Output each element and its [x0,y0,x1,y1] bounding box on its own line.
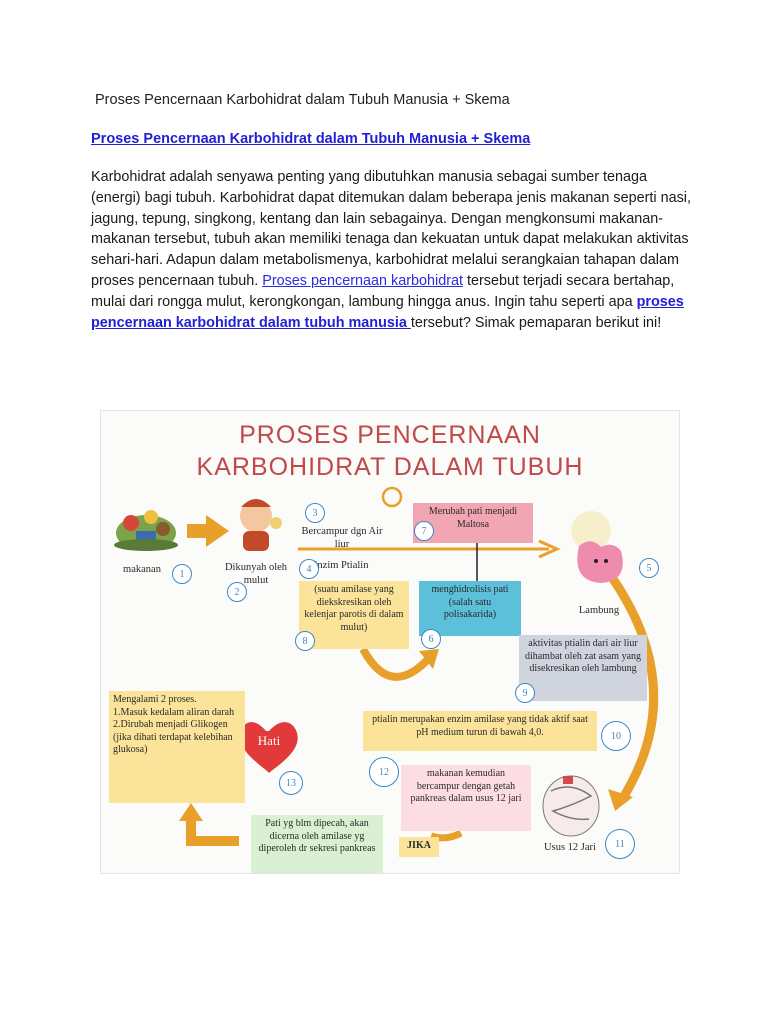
step-number-6: 6 [421,629,441,649]
digestion-infographic: PROSES PENCERNAAN KARBOHIDRAT DALAM TUBU… [100,410,680,874]
label-hati: Hati [249,734,289,747]
step-number-7: 7 [414,521,434,541]
label-usus: Usus 12 Jari [535,841,605,854]
label-bercampur: Bercampur dgn Air liur [297,525,387,551]
box-menghidrolisis: menghidrolisis pati (salah satu polisaka… [419,581,521,636]
infographic-title-line2: KARBOHIDRAT DALAM TUBUH [101,453,679,482]
step-number-4: 4 [299,559,319,579]
intestine-illustration [543,776,599,836]
step-number-3: 3 [305,503,325,523]
step-number-1: 1 [172,564,192,584]
stomach-illustration [571,511,623,583]
paragraph-text: Karbohidrat adalah senyawa penting yang … [91,169,691,289]
label-enzim: Enzim Ptialin [311,559,391,572]
paragraph-text: tersebut? Simak pemaparan berikut ini! [411,315,661,331]
label-lambung: Lambung [569,604,629,617]
box-ptialin: ptialin merupakan enzim amilase yang tid… [363,711,597,751]
step-number-13: 13 [279,771,303,795]
infographic-title-line1: PROSES PENCERNAAN [101,421,679,450]
step-number-10: 10 [601,721,631,751]
box-pati: Pati yg blm dipecah, akan dicerna oleh a… [251,815,383,874]
proses-pencernaan-link[interactable]: Proses pencernaan karbohidrat [262,273,463,289]
step-number-12: 12 [369,757,399,787]
box-makanan-kemudian: makanan kemudian bercampur dengan getah … [401,765,531,831]
decorative-circle [383,488,401,506]
step-number-2: 2 [227,582,247,602]
step-number-5: 5 [639,558,659,578]
intro-paragraph: Karbohidrat adalah senyawa penting yang … [91,167,691,333]
person-eating-illustration [240,499,282,551]
document-title: Proses Pencernaan Karbohidrat dalam Tubu… [95,92,510,108]
arrow-icon [187,515,229,547]
box-aktivitas: aktivitas ptialin dari air liur dihambat… [519,635,647,701]
label-makanan: makanan [117,563,167,576]
step-number-9: 9 [515,683,535,703]
step-number-11: 11 [605,829,635,859]
box-jika: JIKA [399,837,439,857]
food-illustration [114,510,178,551]
box-mengalami: Mengalami 2 proses. 1.Masuk kedalam alir… [109,691,245,803]
box-amilase: (suatu amilase yang diekskresikan oleh k… [299,581,409,649]
step-number-8: 8 [295,631,315,651]
arrow-icon [179,803,203,821]
heading-link[interactable]: Proses Pencernaan Karbohidrat dalam Tubu… [91,131,530,147]
